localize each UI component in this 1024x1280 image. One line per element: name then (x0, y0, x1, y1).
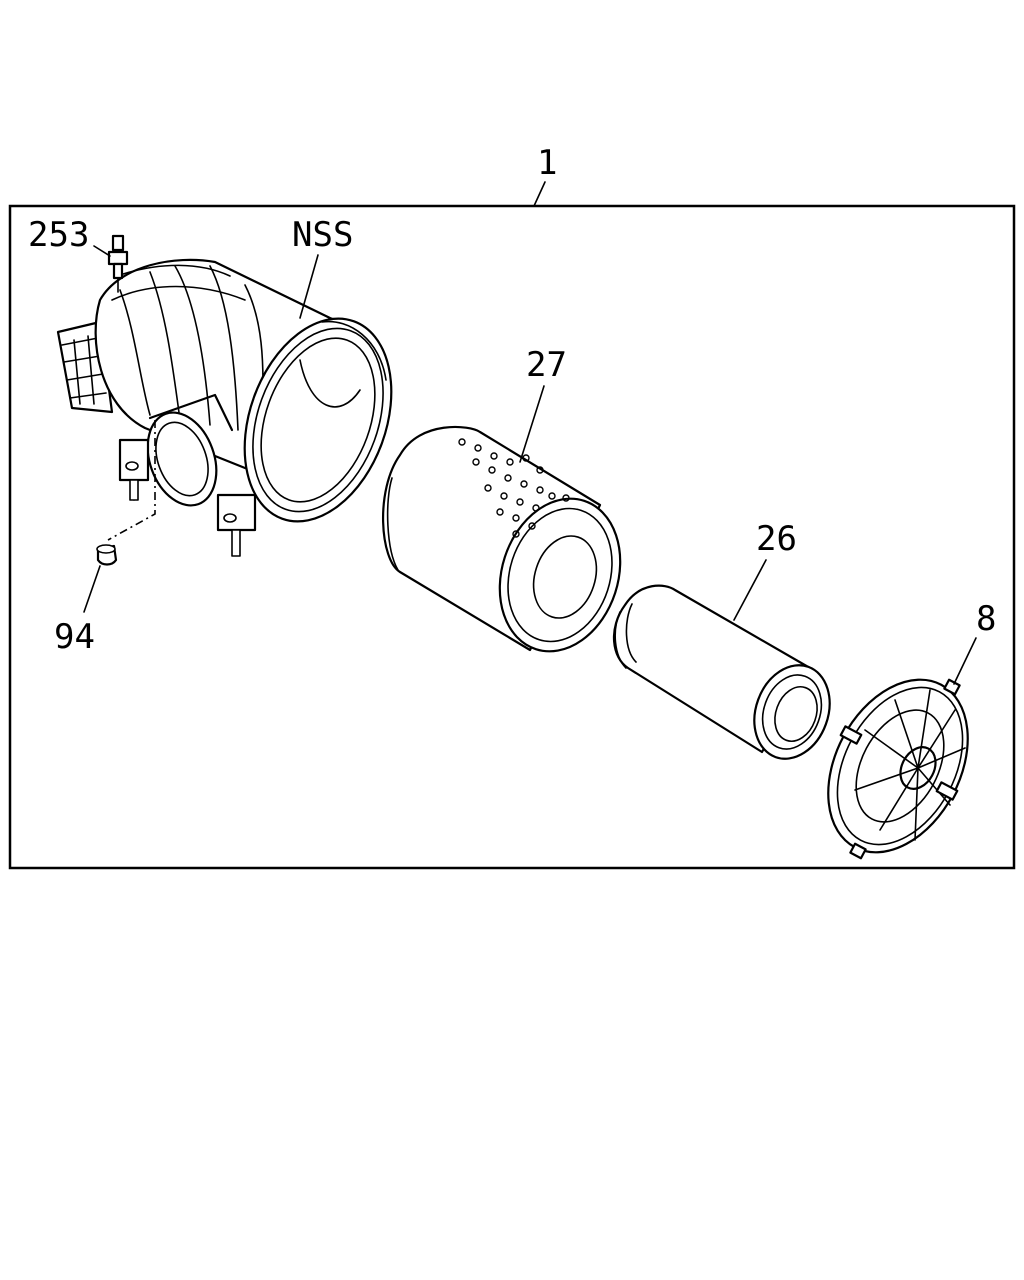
leader-housing (299, 254, 319, 319)
callout-assembly: 1 (537, 143, 557, 183)
callout-valve: 94 (54, 617, 95, 657)
leader-cover (953, 637, 977, 685)
assembly-dash-line (107, 420, 156, 541)
air-cleaner-housing (56, 258, 393, 557)
leader-inner-element (733, 559, 767, 621)
leader-valve (83, 565, 101, 613)
callout-outer-element: 27 (526, 345, 567, 385)
leader-outer-element (519, 385, 545, 463)
callout-bolt: 253 (28, 215, 89, 255)
perforation-holes (458, 438, 570, 538)
leader-assembly (533, 181, 546, 207)
leader-bolt (93, 245, 111, 257)
inner-filter-element (612, 584, 831, 760)
outer-filter-element (382, 425, 622, 653)
callout-cover: 8 (976, 599, 996, 639)
callout-housing: NSS (292, 215, 353, 255)
valve-part (96, 544, 118, 566)
callout-inner-element: 26 (756, 519, 797, 559)
end-cover (827, 678, 969, 860)
assembly-frame (8, 204, 1016, 870)
bolt-part (107, 234, 129, 293)
